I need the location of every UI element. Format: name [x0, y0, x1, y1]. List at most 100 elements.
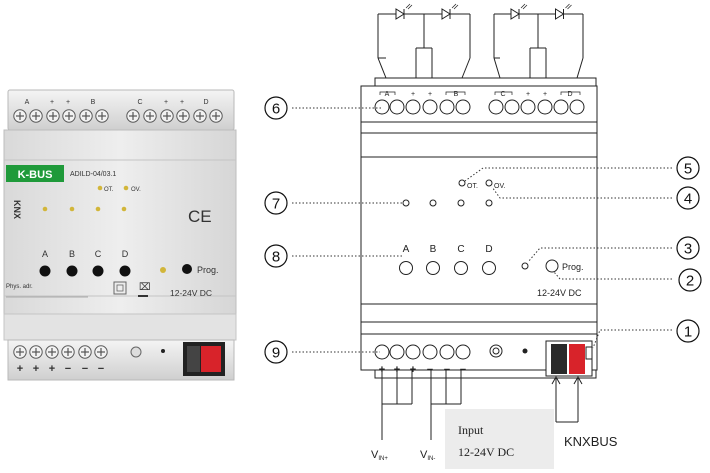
diagram-bottom-screw: [374, 344, 390, 360]
diagram-led-ov: [485, 179, 493, 187]
diagram-top-terminal-mark: B: [454, 91, 459, 98]
callout-number: 8: [272, 249, 280, 266]
diagram-top-screw: [569, 99, 585, 115]
photo-bottom-screws: [13, 345, 108, 359]
vin-minus-label: VIN-: [420, 449, 435, 462]
diagram-top-terminal-mark: +: [543, 91, 547, 98]
led-wiring: [377, 3, 584, 79]
diagram-channel-led: [485, 199, 493, 207]
diagram-bottom-terminal-mark: +: [410, 364, 416, 376]
knxbus-arrows: [551, 375, 583, 423]
diagram-channel-label: A: [403, 244, 410, 255]
diagram-led-ot-label: OT.: [467, 183, 478, 190]
diagram-channel-label: B: [430, 244, 437, 255]
photo-channel-led: [121, 206, 127, 212]
photo-channel-led: [95, 206, 101, 212]
photo-top-terminal-mark: B: [91, 99, 96, 106]
diagram-bottom-terminal-mark: −: [444, 364, 450, 376]
callout-number: 1: [684, 324, 692, 341]
photo-knx-connector-red: [201, 346, 221, 372]
diagram-top-cap: [374, 77, 597, 87]
callout-circle: [264, 244, 288, 268]
diagram-channel-label: C: [457, 244, 464, 255]
photo-earth-screw: [130, 346, 142, 358]
photo-top-terminal-mark: +: [66, 99, 70, 106]
diagram-channel-button: [454, 261, 468, 275]
photo-channel-led: [42, 206, 48, 212]
photo-led-ov-label: OV.: [131, 187, 141, 193]
callout-circle: [676, 236, 700, 260]
diagram-led-ot: [458, 179, 466, 187]
diagram-top-screw: [455, 99, 471, 115]
photo-top-terminal-mark: A: [25, 99, 30, 106]
brand-label: K-BUS: [18, 169, 53, 181]
diagram-bottom-screw: [422, 344, 438, 360]
brand-badge: [6, 165, 64, 182]
diagram-bottom-dot: [522, 348, 528, 354]
diagram-prog-button: [545, 259, 559, 273]
callout-number: 9: [272, 345, 280, 362]
diagram-earth-screw: [489, 344, 503, 358]
photo-bottom-terminal-mark: −: [82, 363, 88, 375]
model-label: ADILD-04/03.1: [70, 171, 116, 178]
diagram-bottom-screws: [374, 344, 471, 360]
diagram-channel-button: [426, 261, 440, 275]
diagram-top-screw: [520, 99, 536, 115]
input-wiring: [381, 370, 462, 440]
diagram-top-screw: [374, 99, 390, 115]
photo-led-ot-label: OT.: [104, 187, 114, 193]
photo-bottom-terminal-mark: +: [17, 363, 23, 375]
photo-top-terminal-mark: +: [180, 99, 184, 106]
diagram-channel-led: [457, 199, 465, 207]
photo-bottom-terminal-mark: −: [98, 363, 104, 375]
photo-channel-label: D: [122, 249, 129, 259]
photo-channel-button: [39, 265, 51, 277]
weee-bin-icon: ⌧: [139, 282, 151, 293]
diagram-top-screw: [405, 99, 421, 115]
diagram-top-terminal-mark: +: [526, 91, 530, 98]
callout-circle: [676, 319, 700, 343]
diagram-bottom-screw: [389, 344, 405, 360]
callout-leaders: [292, 107, 672, 353]
knx-mark: KNX: [12, 200, 22, 219]
photo-lower-body: [3, 313, 237, 341]
callout-number: 2: [686, 273, 694, 290]
diagram-bottom-screw: [455, 344, 471, 360]
photo-bottom-terminal-mark: +: [33, 363, 39, 375]
photo-led-ov: [123, 185, 129, 191]
diagram-top-screw: [488, 99, 504, 115]
diagram-bottom-screw: [439, 344, 455, 360]
diagram-bottom-terminal-mark: −: [460, 364, 466, 376]
phys-address-label: Phys. adr.: [6, 284, 33, 290]
diagram-top-screw: [389, 99, 405, 115]
photo-voltage-label: 12-24V DC: [170, 288, 212, 298]
photo-top-terminal-mark: +: [164, 99, 168, 106]
input-voltage: 12-24V DC: [458, 445, 514, 459]
photo-top-terminal-mark: D: [203, 99, 208, 106]
photo-channel-leds: [42, 206, 127, 212]
ce-mark: CE: [188, 207, 212, 226]
photo-channel-label: A: [42, 249, 48, 259]
diagram-top-terminal-mark: D: [567, 91, 572, 98]
callout-number: 6: [272, 101, 280, 118]
diagram-channel-button: [482, 261, 496, 275]
photo-top-terminal-mark: C: [137, 99, 142, 106]
diagram-channel-leds: [402, 199, 493, 207]
callout-circle: [676, 186, 700, 210]
photo-bottom-terminal-mark: +: [49, 363, 55, 375]
photo-bottom-terminal-mark: −: [65, 363, 71, 375]
photo-channel-label: C: [95, 249, 102, 259]
callout-circle: [264, 96, 288, 120]
diagram-top-screw: [504, 99, 520, 115]
diagram-top-screw: [537, 99, 553, 115]
callout-number: 4: [684, 191, 692, 208]
diagram-channel-button: [399, 261, 413, 275]
input-title: Input: [458, 423, 484, 437]
callout-circle: [264, 340, 288, 364]
photo-channel-led: [69, 206, 75, 212]
diagram-bottom-terminal-mark: −: [427, 364, 433, 376]
